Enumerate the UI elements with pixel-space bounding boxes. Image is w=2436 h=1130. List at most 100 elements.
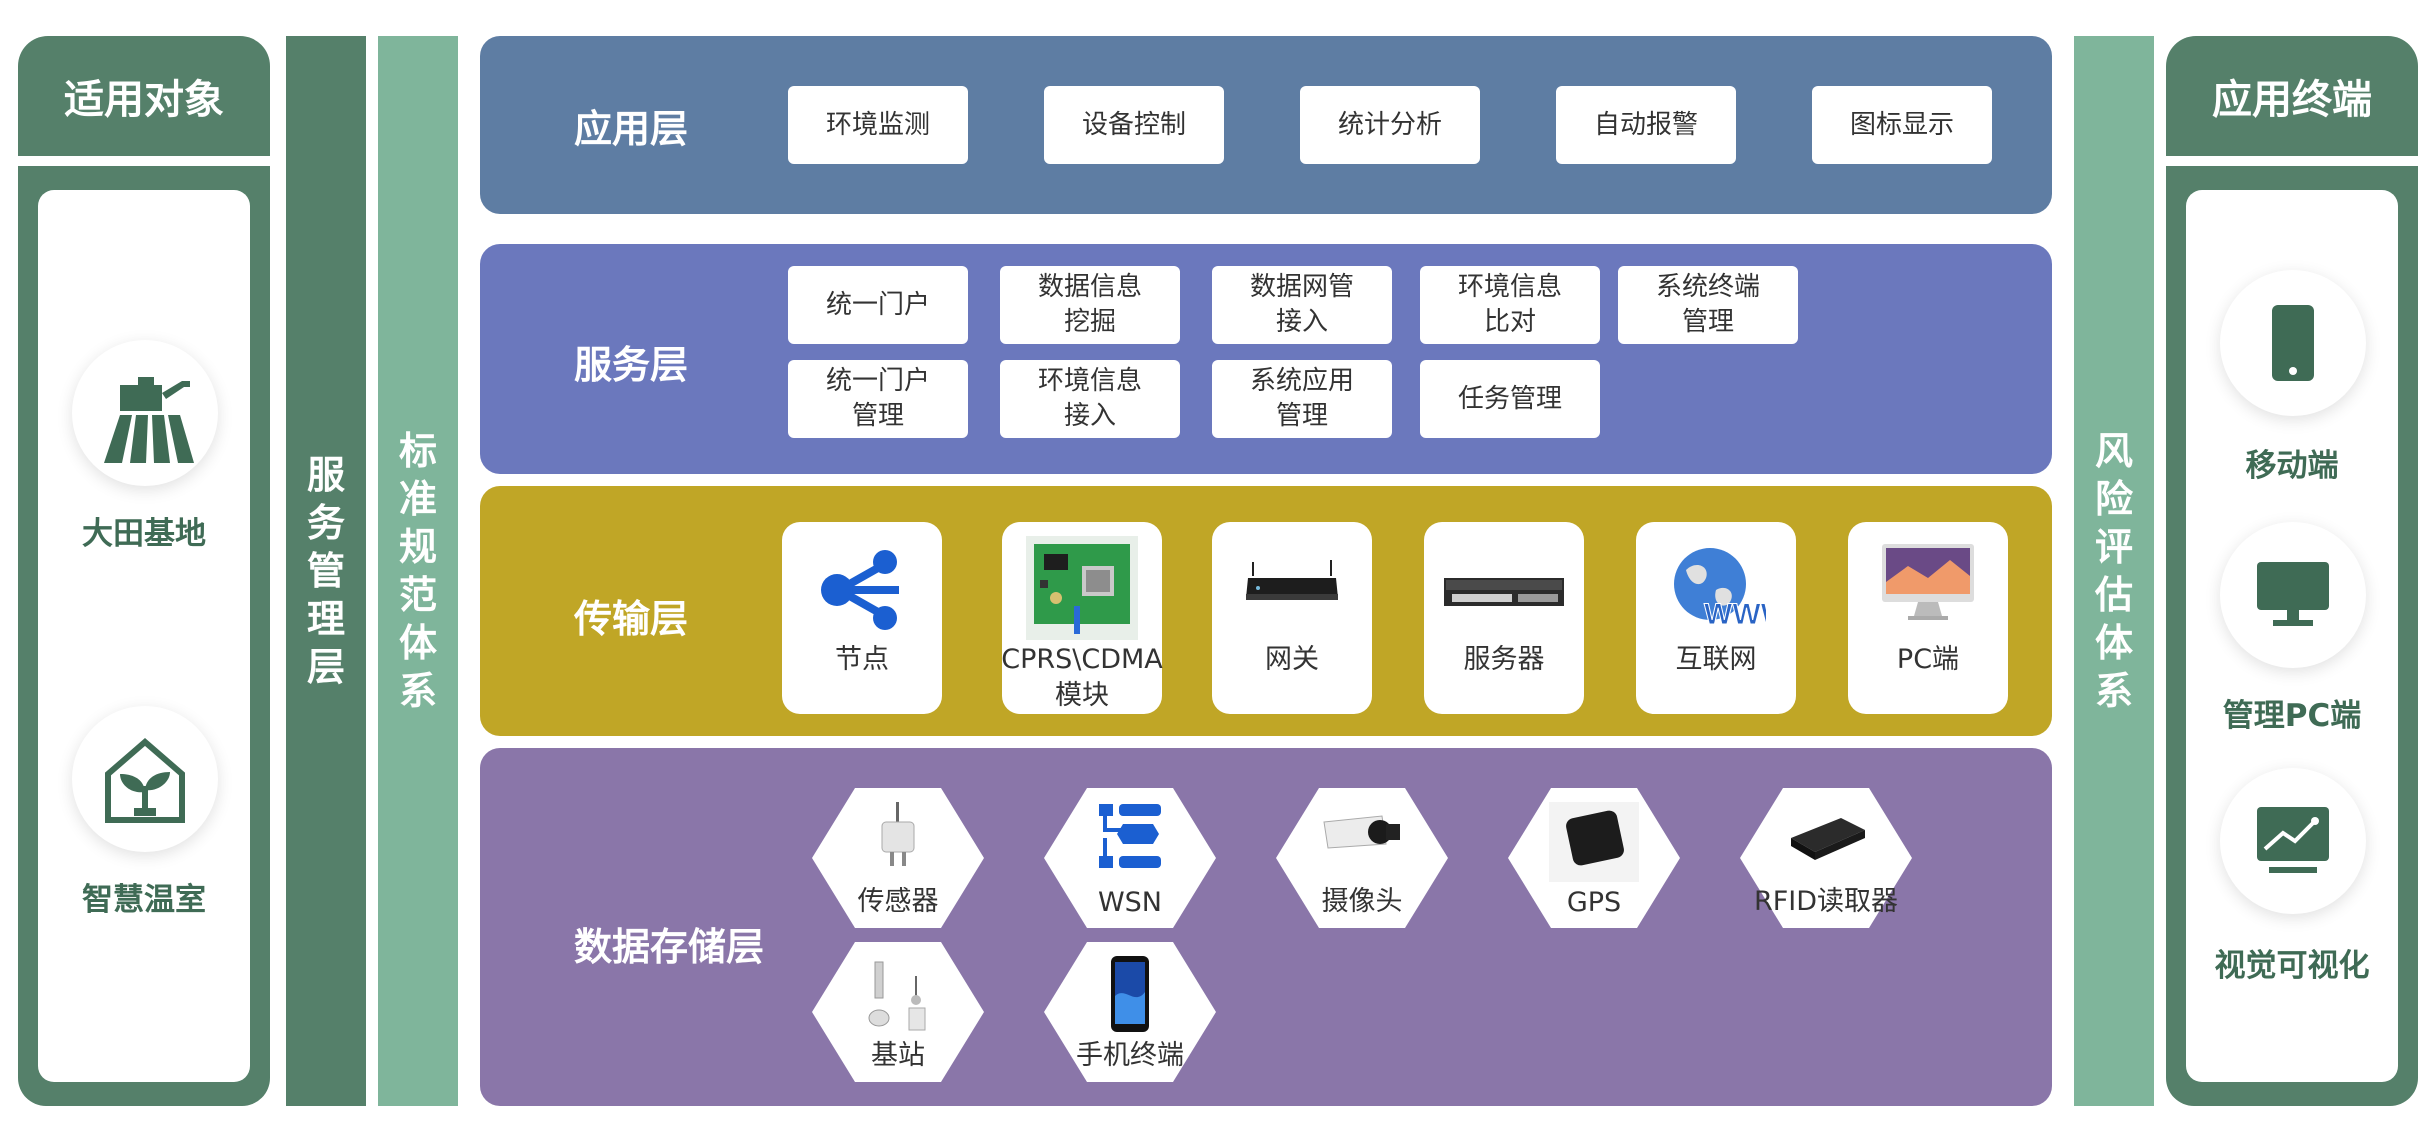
transport-layer: 传输层 节点 — [480, 486, 2052, 736]
service-box: 系统应用管理 — [1212, 360, 1392, 438]
smartphone-icon — [1044, 956, 1216, 1036]
vbar-char: 层 — [306, 645, 345, 689]
monitor-icon — [2220, 522, 2366, 668]
vbar-char: 务 — [306, 501, 345, 545]
left-panel — [18, 166, 270, 1106]
vbar-char: 体 — [398, 621, 437, 665]
rfid-reader-icon — [1740, 808, 1912, 868]
vbar-char: 估 — [2094, 573, 2133, 617]
risk-assessment-bar: 风 险 评 估 体 系 — [2074, 36, 2154, 1106]
service-box-line: 接入 — [1275, 307, 1328, 337]
left-item-label-2: 智慧温室 — [82, 882, 206, 918]
rack-server-icon — [1424, 572, 1584, 612]
vbar-char: 评 — [2094, 525, 2133, 569]
vbar-char: 系 — [2094, 669, 2133, 713]
app-box-chart-display: 图标显示 — [1812, 86, 1992, 164]
right-item-label-2: 管理PC端 — [2222, 698, 2362, 734]
app-box-statistics: 统计分析 — [1300, 86, 1480, 164]
storage-item-wsn: WSN — [1044, 788, 1216, 928]
service-box-line: 挖掘 — [1063, 307, 1116, 337]
transport-card-server: 服务器 — [1424, 522, 1584, 714]
transport-card-label: PC端 — [1896, 644, 1960, 675]
vbar-char: 系 — [398, 669, 437, 713]
camera-icon — [1276, 810, 1448, 860]
desktop-computer-icon — [1848, 542, 2008, 622]
right-item-label-1: 移动端 — [2245, 448, 2339, 484]
storage-item-label: 基站 — [871, 1040, 925, 1071]
transport-card-label: 互联网 — [1675, 644, 1757, 675]
storage-item-rfid: RFID读取器 — [1740, 788, 1912, 928]
service-box-line: 统一门户 — [825, 289, 930, 320]
left-panel-inner — [38, 190, 250, 1082]
vbar-char: 范 — [398, 573, 437, 617]
service-box-line: 统一门户 — [825, 366, 930, 396]
transport-card-pc: PC端 — [1848, 522, 2008, 714]
storage-item-label: 摄像头 — [1321, 886, 1403, 917]
storage-layer-title: 数据存储层 — [574, 925, 765, 969]
storage-item-camera: 摄像头 — [1276, 788, 1448, 928]
service-box-line: 系统终端 — [1655, 272, 1760, 302]
sensor-icon — [812, 802, 984, 872]
storage-item-label: 传感器 — [857, 886, 939, 917]
service-layer: 服务层 统一门户 数据信息挖掘 数据网管接入 环境信息比对 系统终端管理 统一门… — [480, 244, 2052, 474]
vbar-char: 理 — [306, 597, 345, 641]
storage-item-label: GPS — [1566, 887, 1622, 918]
wsn-flow-icon — [1044, 802, 1216, 872]
vbar-char: 准 — [398, 477, 437, 521]
vbar-char: 体 — [2094, 621, 2133, 665]
right-item-label-3: 视觉可视化 — [2214, 948, 2370, 984]
service-management-bar: 服 务 管 理 层 — [286, 36, 366, 1106]
chart-display-icon — [2220, 768, 2366, 914]
share-node-icon — [782, 550, 942, 630]
right-panel-title-text: 应用终端 — [2212, 77, 2372, 123]
transport-card-label: 网关 — [1265, 644, 1319, 675]
storage-item-label: 手机终端 — [1076, 1040, 1184, 1071]
vbar-char: 险 — [2094, 477, 2133, 521]
service-box-line: 数据信息 — [1037, 272, 1142, 302]
transport-card-cprs-module: CPRS\CDMA 模块 — [1001, 522, 1163, 714]
service-box-line: 接入 — [1063, 401, 1116, 431]
left-panel-title: 适用对象 — [18, 36, 270, 156]
left-panel-title-text: 适用对象 — [64, 77, 224, 123]
vbar-char: 服 — [306, 453, 345, 497]
vbar-char: 风 — [2094, 429, 2133, 473]
storage-layer: 数据存储层 传感器 — [480, 748, 2052, 1106]
service-box: 环境信息接入 — [1000, 360, 1180, 438]
service-box: 数据信息挖掘 — [1000, 266, 1180, 344]
gateway-device-icon — [1212, 558, 1372, 608]
right-panel-title: 应用终端 — [2166, 36, 2418, 156]
vbar-char: 规 — [398, 525, 437, 569]
application-layer: 应用层 环境监测 设备控制 统计分析 自动报警 图标显示 — [480, 36, 2052, 214]
service-box-line: 数据网管 — [1249, 272, 1354, 302]
service-box-line: 系统应用 — [1249, 366, 1354, 396]
globe-www-icon: WWW — [1636, 540, 1796, 630]
standards-bar: 标 准 规 范 体 系 — [378, 36, 458, 1106]
service-box-line: 环境信息 — [1457, 272, 1562, 302]
service-box: 统一门户管理 — [788, 360, 968, 438]
transport-card-label: CPRS\CDMA — [1001, 644, 1163, 675]
harvester-field-icon — [72, 340, 218, 486]
transport-card-label: 服务器 — [1463, 644, 1545, 675]
circuit-board-icon — [1002, 536, 1162, 640]
vbar-char: 标 — [398, 429, 437, 473]
service-box-line: 环境信息 — [1037, 366, 1142, 396]
mobile-phone-icon — [2220, 270, 2366, 416]
service-box-line: 管理 — [1681, 307, 1734, 337]
service-box: 数据网管接入 — [1212, 266, 1392, 344]
service-layer-title: 服务层 — [574, 343, 689, 387]
service-box-line: 管理 — [1275, 401, 1328, 431]
app-box-device-control: 设备控制 — [1044, 86, 1224, 164]
transport-card-gateway: 网关 — [1212, 522, 1372, 714]
storage-item-label: RFID读取器 — [1753, 886, 1899, 917]
transport-card-internet: WWW 互联网 — [1636, 522, 1796, 714]
transport-card-node: 节点 — [782, 522, 942, 714]
storage-item-label: WSN — [1097, 887, 1163, 918]
base-station-icon — [812, 956, 984, 1036]
svg-text:WWW: WWW — [1704, 598, 1766, 630]
left-item-label-1: 大田基地 — [82, 516, 206, 552]
storage-item-sensor: 传感器 — [812, 788, 984, 928]
storage-item-base-station: 基站 — [812, 942, 984, 1082]
transport-card-label: 模块 — [1055, 680, 1109, 711]
app-box-auto-alarm: 自动报警 — [1556, 86, 1736, 164]
